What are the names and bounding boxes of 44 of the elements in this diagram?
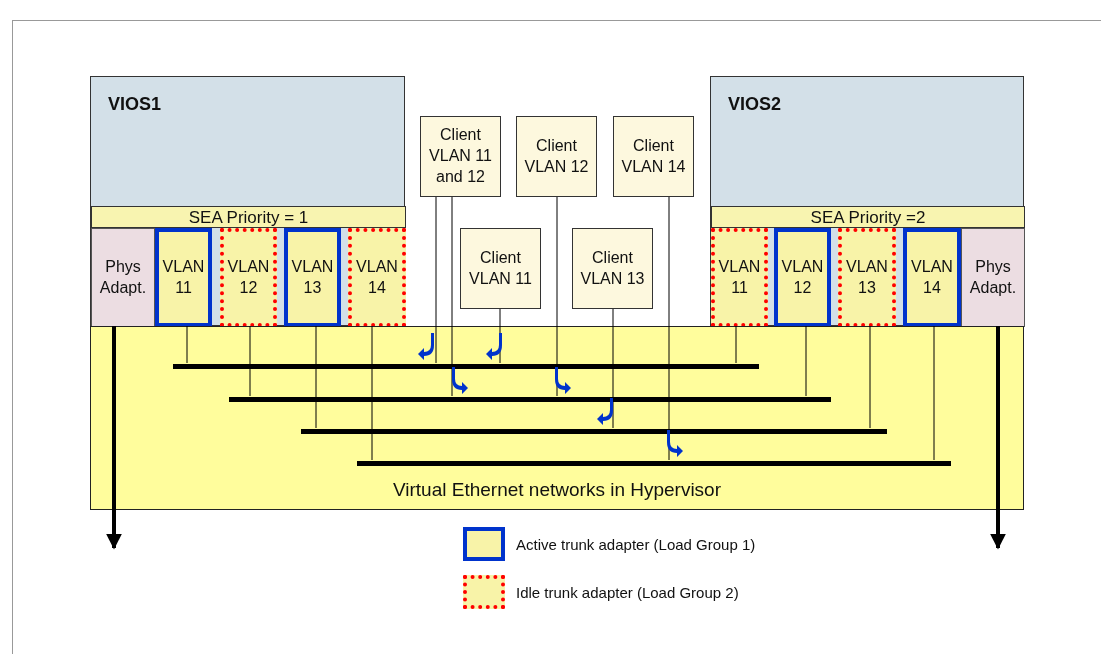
sea-priority-band: SEA Priority =2 (711, 206, 1025, 228)
panel-title: VIOS2 (728, 93, 782, 116)
network-bus-bar (357, 461, 951, 466)
legend-label: Active trunk adapter (Load Group 1) (516, 535, 756, 553)
client-box: Client VLAN 14 (613, 116, 694, 197)
hypervisor-label: Virtual Ethernet networks in Hypervisor (392, 478, 722, 503)
arrow (990, 326, 1006, 550)
connector-line (249, 325, 251, 397)
connector-line (612, 308, 614, 429)
hypervisor-area (90, 326, 1024, 510)
connector-line (805, 325, 807, 397)
network-bus-bar (229, 397, 831, 402)
idle-trunk-adapter: VLAN 12 (220, 228, 277, 327)
connector-line (668, 196, 670, 461)
connector-line (556, 196, 558, 397)
idle-trunk-adapter: VLAN 11 (711, 228, 768, 327)
connector-line (735, 325, 737, 364)
vios-panel (710, 76, 1024, 326)
connector-line (371, 325, 373, 461)
active-trunk-adapter: VLAN 11 (155, 228, 212, 327)
connector-line (869, 325, 871, 429)
connector-line (933, 325, 935, 461)
connector-line (315, 325, 317, 429)
vios-panel (90, 76, 405, 326)
active-trunk-adapter: VLAN 14 (903, 228, 961, 327)
active-trunk-adapter: VLAN 12 (774, 228, 831, 327)
arrow (106, 326, 122, 550)
connector-line (186, 325, 188, 364)
client-box: Client VLAN 11 and 12 (420, 116, 501, 197)
connector-line (451, 196, 453, 397)
physical-adapter: Phys Adapt. (91, 228, 155, 327)
sea-priority-band: SEA Priority = 1 (91, 206, 406, 228)
client-box: Client VLAN 13 (572, 228, 653, 309)
physical-adapter: Phys Adapt. (961, 228, 1025, 327)
panel-title: VIOS1 (108, 93, 162, 116)
legend-label: Idle trunk adapter (Load Group 2) (516, 583, 739, 601)
idle-trunk-adapter: VLAN 13 (838, 228, 896, 327)
idle-trunk-adapter: VLAN 14 (348, 228, 406, 327)
network-bus-bar (301, 429, 887, 434)
network-bus-bar (173, 364, 759, 369)
client-box: Client VLAN 11 (460, 228, 541, 309)
active-trunk-adapter: VLAN 13 (284, 228, 341, 327)
client-box: Client VLAN 12 (516, 116, 597, 197)
connector-line (435, 196, 437, 364)
